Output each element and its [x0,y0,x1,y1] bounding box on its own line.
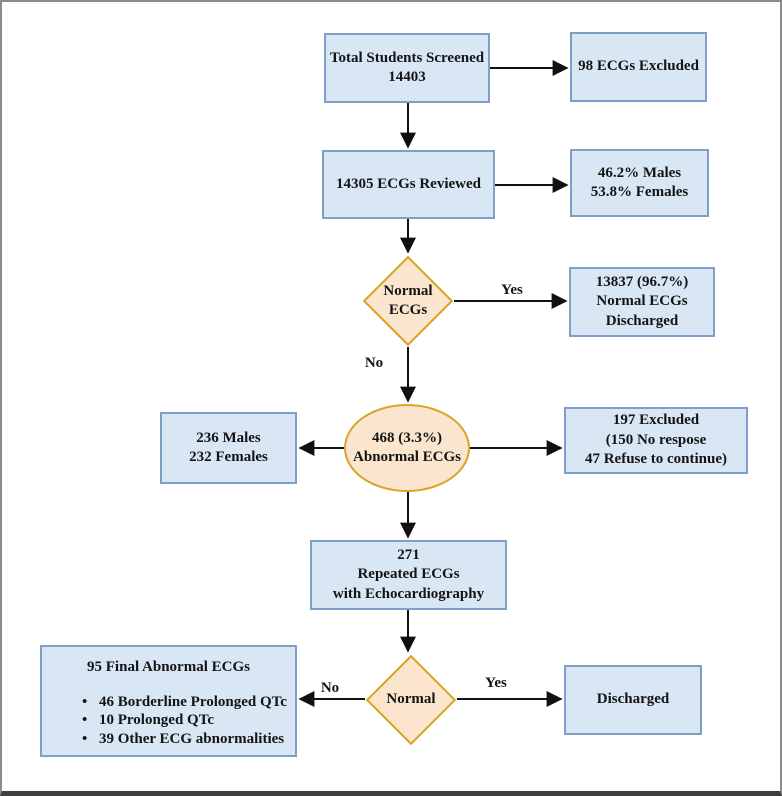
node-text-line: 14403 [388,69,426,85]
node-ecgs-excluded: 98 ECGs Excluded [570,32,707,102]
node-text-line: 197 Excluded [612,412,700,429]
edge-label-yes-top: Yes [501,282,523,298]
node-text-line: Abnormal ECGs [353,449,461,465]
node-text-line: 14305 ECGs Reviewed [336,175,481,192]
decision-text: Normal ECGs [383,282,432,321]
node-ecgs-reviewed: 14305 ECGs Reviewed [322,150,495,219]
decision-normal-2: Normal [365,654,457,745]
node-excluded-197: 197 Excluded (150 No respose 47 Refuse t… [564,407,748,474]
list-item: 39 Other ECG abnormalities [82,730,295,749]
node-total-screened: Total Students Screened 14403 [324,33,490,103]
node-text-line: 236 Males [196,429,261,446]
node-text-line: 468 (3.3%) [372,429,442,446]
decision-normal-ecgs: Normal ECGs [362,255,454,347]
list-item: 10 Prolonged QTc [82,711,295,730]
node-text-line: Normal [383,282,433,299]
node-text-line: Discharged [605,312,679,329]
node-normal-discharged: 13837 (96.7%) Normal ECGs Discharged [569,267,715,337]
node-discharged: Discharged [564,665,702,735]
edge-label-no-top: No [364,355,384,371]
list-item: 46 Borderline Prolonged QTc [82,693,295,712]
node-text-line: 53.8% Females [590,184,689,200]
node-text-line: (150 No respose [605,431,707,448]
node-text-line: 47 Refuse to continue) [584,451,728,468]
node-text-line: 271 [397,546,420,563]
edge-label-no-bottom: No [320,680,340,696]
node-text-line: 232 Females [189,449,268,465]
node-text-line: Normal [386,690,436,707]
node-text-line: Normal ECGs [596,293,688,310]
node-abnormal-ecgs: 468 (3.3%) Abnormal ECGs [344,404,470,492]
node-text-line: ECGs [388,302,428,318]
node-text-line: with Echocardiography [332,585,485,602]
node-abnormal-sex-split: 236 Males 232 Females [160,412,297,484]
node-repeated-ecgs: 271 Repeated ECGs with Echocardiography [310,540,507,610]
node-final-abnormal: 95 Final Abnormal ECGs 46 Borderline Pro… [40,645,297,757]
final-abnormal-list: 46 Borderline Prolonged QTc 10 Prolonged… [82,693,295,749]
node-text-line: Total Students Screened [329,49,485,66]
node-text-line: 98 ECGs Excluded [578,58,699,75]
node-sex-split: 46.2% Males 53.8% Females [570,149,709,217]
node-title: 95 Final Abnormal ECGs [87,659,250,675]
node-text-line: Discharged [596,691,670,708]
decision-text: Normal [386,690,435,710]
node-text-line: 13837 (96.7%) [595,273,689,290]
node-text-line: Repeated ECGs [357,566,460,583]
node-text-line: 46.2% Males [597,164,682,181]
edge-label-yes-bottom: Yes [485,675,507,691]
